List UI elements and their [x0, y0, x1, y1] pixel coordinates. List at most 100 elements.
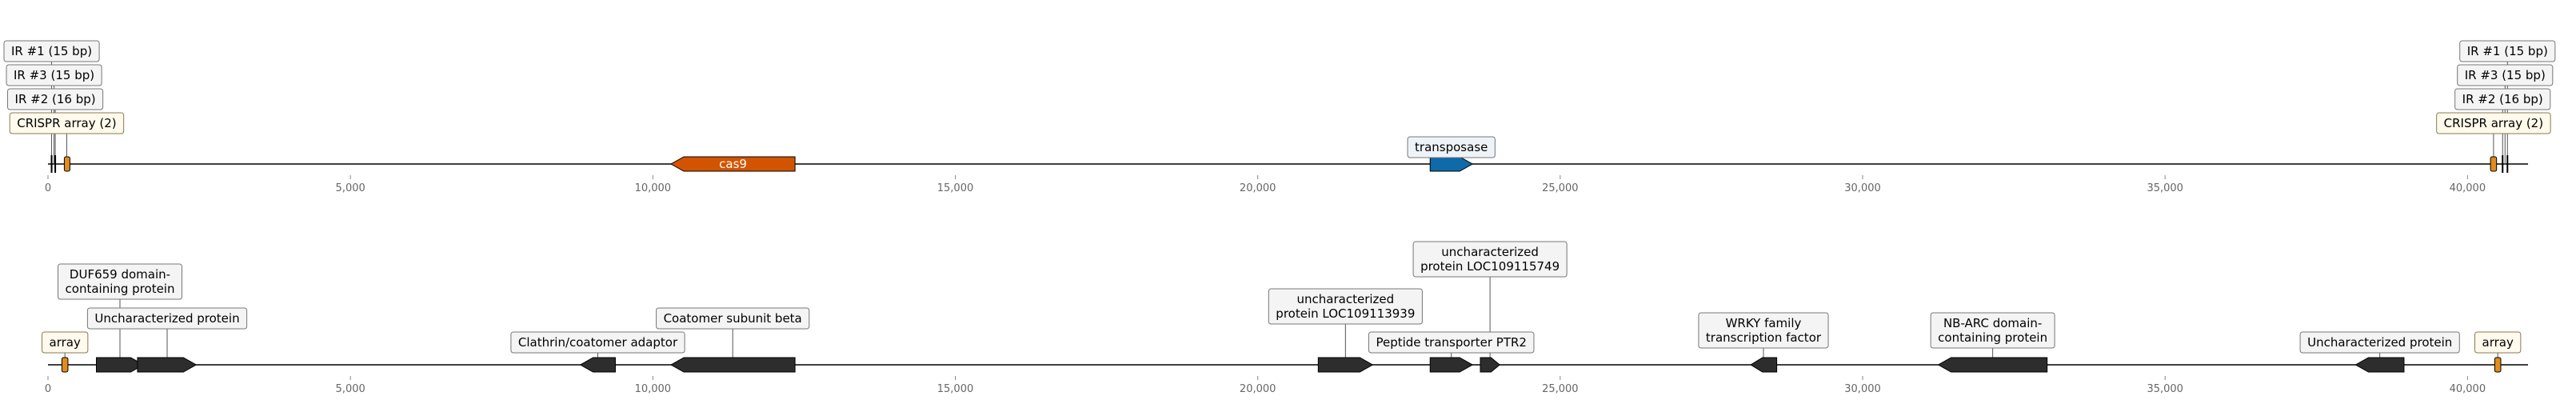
label-loc109115749-text: uncharacterized [1441, 245, 1539, 259]
label-uncharacterized-2-box [2299, 331, 2460, 354]
loc109113939-gene [1317, 357, 1374, 373]
array-left [61, 357, 69, 373]
label-ir1-right-box [2459, 40, 2556, 62]
top-tick-label: 0 [45, 182, 51, 194]
uncharacterized-gene-2 [2354, 357, 2405, 373]
label-uncharacterized-2: Uncharacterized protein [2299, 331, 2460, 354]
label-nb-arc-box [1930, 312, 2055, 349]
label-crispr-right-box [2436, 112, 2551, 134]
bottom-tick-label: 40,000 [2450, 383, 2486, 395]
label-crispr-right-text: CRISPR array (2) [2444, 116, 2543, 130]
label-loc109113939-text: uncharacterized [1297, 292, 1395, 306]
label-ir3-left-box [6, 64, 102, 86]
label-uncharacterized-2-text: Uncharacterized protein [2307, 335, 2452, 350]
label-uncharacterized-1-text: Uncharacterized protein [94, 311, 239, 326]
label-duf659: DUF659 domain-containing protein [58, 263, 182, 300]
label-ir3-right-text: IR #3 (15 bp) [2465, 68, 2546, 82]
label-ir1-right-text: IR #1 (15 bp) [2467, 44, 2548, 58]
top-track: 0 5,000 10,000 15,000 20,000 25,000 30,000 35,0… [3, 40, 2556, 194]
label-transposase: transposase [1407, 136, 1496, 158]
ptr2-gene [1429, 357, 1474, 373]
label-array-left: array [42, 331, 89, 354]
label-ptr2: Peptide transporter PTR2 [1368, 331, 1535, 354]
label-uncharacterized-1: Uncharacterized protein [86, 307, 248, 330]
bottom-tick-label: 5,000 [336, 383, 365, 395]
label-ptr2-box [1368, 331, 1535, 354]
label-array-right-box [2474, 331, 2522, 354]
label-array-left-text: array [50, 335, 81, 350]
label-coatomer-beta-text: Coatomer subunit beta [664, 311, 802, 326]
label-crispr-right: CRISPR array (2) [2436, 112, 2551, 134]
crispr-array-right [2490, 156, 2498, 172]
bottom-tick-label: 25,000 [1542, 383, 1579, 395]
label-array-right: array [2474, 331, 2522, 354]
label-crispr-left-text: CRISPR array (2) [17, 116, 116, 130]
bottom-tick-label: 20,000 [1240, 383, 1276, 395]
label-coatomer-beta: Coatomer subunit beta [656, 307, 810, 330]
label-ir1-left-box [3, 40, 100, 62]
top-tick-label: 35,000 [2147, 182, 2183, 194]
label-clathrin-box [510, 331, 685, 354]
top-tick-label: 10,000 [635, 182, 672, 194]
label-ir2-right-box [2454, 88, 2551, 110]
top-tick-label: 20,000 [1240, 182, 1276, 194]
label-array-right-text: array [2482, 335, 2514, 350]
label-crispr-left-box [9, 112, 125, 134]
label-ir1-left: IR #1 (15 bp) [3, 40, 100, 62]
label-ir2-right: IR #2 (16 bp) [2454, 88, 2551, 110]
label-clathrin-text: Clathrin/coatomer adaptor [518, 335, 678, 350]
cas9-gene [670, 156, 796, 172]
label-nb-arc-text: NB-ARC domain- [1943, 316, 2042, 330]
label-loc109115749-text: protein LOC109115749 [1420, 259, 1560, 274]
array-right [2494, 357, 2502, 373]
top-tick-label: 30,000 [1844, 182, 1881, 194]
label-nb-arc-text: containing protein [1938, 330, 2047, 345]
nb-arc-gene [1937, 357, 2048, 373]
label-duf659-text: containing protein [66, 282, 175, 296]
label-nb-arc: NB-ARC domain-containing protein [1930, 312, 2055, 349]
top-tick-label: 5,000 [336, 182, 365, 194]
cas9-gene-label: cas9 [719, 157, 747, 171]
label-ir2-right-text: IR #2 (16 bp) [2462, 92, 2543, 106]
label-ir2-left-box [7, 88, 104, 110]
duf659-gene [96, 357, 145, 373]
label-coatomer-beta-box [656, 307, 810, 330]
label-ir3-right-box [2457, 64, 2554, 86]
label-wrky-text: WRKY family [1726, 316, 1802, 330]
top-tick-label: 25,000 [1542, 182, 1579, 194]
label-duf659-text: DUF659 domain- [70, 267, 170, 282]
label-ir3-left: IR #3 (15 bp) [6, 64, 102, 86]
label-wrky-text: transcription factor [1706, 330, 1822, 345]
uncharacterized-gene-1 [137, 357, 198, 373]
label-ir1-right: IR #1 (15 bp) [2459, 40, 2556, 62]
label-ir1-left-text: IR #1 (15 bp) [11, 44, 92, 58]
label-loc109113939-text: protein LOC109113939 [1276, 306, 1415, 321]
bottom-tick-label: 10,000 [635, 383, 672, 395]
loc109115749-gene [1480, 357, 1501, 373]
coatomer-beta-gene [670, 357, 796, 373]
top-tick-label: 40,000 [2450, 182, 2486, 194]
bottom-tick-label: 35,000 [2147, 383, 2183, 395]
bottom-tick-label: 15,000 [937, 383, 974, 395]
label-clathrin: Clathrin/coatomer adaptor [510, 331, 685, 354]
label-loc109113939-box [1268, 288, 1423, 325]
clathrin-gene [579, 357, 616, 373]
label-ir2-left-text: IR #2 (16 bp) [15, 92, 96, 106]
label-wrky-box [1698, 312, 1829, 349]
transposase-gene [1429, 156, 1474, 172]
crispr-array-left [63, 156, 70, 172]
label-transposase-box [1407, 136, 1496, 158]
label-ir3-right: IR #3 (15 bp) [2457, 64, 2554, 86]
label-array-left-box [42, 331, 89, 354]
label-crispr-left: CRISPR array (2) [9, 112, 125, 134]
top-tick-label: 15,000 [937, 182, 974, 194]
label-ir2-left: IR #2 (16 bp) [7, 88, 104, 110]
bottom-tick-label: 30,000 [1844, 383, 1881, 395]
label-ptr2-text: Peptide transporter PTR2 [1376, 335, 1526, 350]
wrky-gene [1750, 357, 1778, 373]
label-loc109115749-box [1412, 241, 1568, 278]
